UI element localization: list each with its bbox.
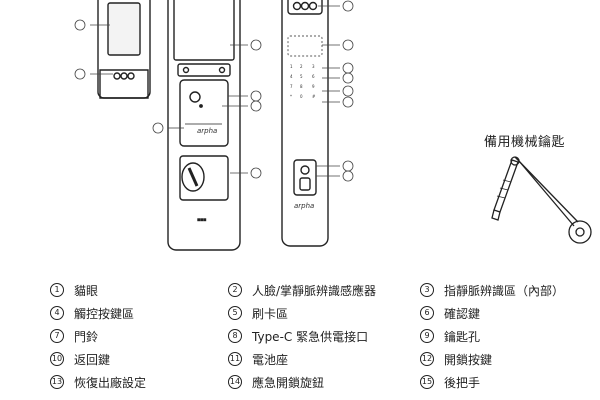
- legend-item-12: 12 開鎖按鍵: [420, 350, 492, 368]
- legend-number: 2: [228, 283, 242, 297]
- legend-item-2: 2 人臉/掌靜脈辨識感應器: [228, 281, 376, 299]
- legend-item-5: 5 刷卡區: [228, 304, 288, 322]
- right-callouts: [316, 0, 354, 182]
- legend-item-15: 15 後把手: [420, 373, 480, 391]
- legend-number: 6: [420, 306, 434, 320]
- logo-text-middle: arpha: [197, 127, 217, 135]
- legend-item-10: 10 返回鍵: [50, 350, 110, 368]
- spare-key-title: 備用機械鑰匙: [484, 135, 566, 150]
- legend-number: 11: [228, 352, 242, 366]
- svg-text:7: 7: [290, 84, 293, 89]
- legend-number: 10: [50, 352, 64, 366]
- svg-text:#: #: [312, 94, 316, 99]
- keypad: 1 2 3 4 5 6 7 8 9 * 0 #: [290, 64, 316, 99]
- legend-label: 返回鍵: [74, 352, 111, 367]
- svg-text:1: 1: [290, 64, 293, 69]
- left-callouts: [74, 19, 113, 80]
- legend-number: 1: [50, 283, 64, 297]
- legend-item-14: 14 應急開鎖旋鈕: [228, 373, 324, 391]
- svg-text:5: 5: [300, 74, 303, 79]
- legend-label: 確認鍵: [444, 306, 481, 321]
- legend-item-3: 3 指靜脈辨識區（內部）: [420, 281, 564, 299]
- legend-label: 刷卡區: [252, 306, 289, 321]
- legend-item-7: 7 門鈴: [50, 327, 98, 345]
- logo-text-front: arpha: [294, 202, 314, 210]
- svg-text:2: 2: [300, 64, 303, 69]
- legend-item-6: 6 確認鍵: [420, 304, 480, 322]
- legend-item-9: 9 鑰匙孔: [420, 327, 480, 345]
- legend-number: 4: [50, 306, 64, 320]
- legend-number: 12: [420, 352, 434, 366]
- legend-number: 14: [228, 375, 242, 389]
- rear-panel-top: [97, 0, 151, 99]
- legend-item-13: 13 恢復出廠設定: [50, 373, 146, 391]
- legend-number: 8: [228, 329, 242, 343]
- legend-number: 3: [420, 283, 434, 297]
- legend-label: 貓眼: [74, 283, 99, 298]
- legend-label: 恢復出廠設定: [74, 375, 147, 390]
- legend-label: 應急開鎖旋鈕: [252, 375, 325, 390]
- svg-text:6: 6: [312, 74, 315, 79]
- legend-label: 鑰匙孔: [444, 329, 481, 344]
- middle-callouts: [152, 39, 262, 179]
- legend-number: 5: [228, 306, 242, 320]
- legend-item-11: 11 電池座: [228, 350, 288, 368]
- legend-label: 觸控按鍵區: [74, 306, 135, 321]
- legend-label: 人臉/掌靜脈辨識感應器: [252, 283, 377, 298]
- legend-label: 開鎖按鍵: [444, 352, 493, 367]
- svg-text:*: *: [290, 94, 292, 99]
- legend-number: 7: [50, 329, 64, 343]
- legend-label: 指靜脈辨識區（內部）: [444, 283, 565, 298]
- legend-label: 後把手: [444, 375, 481, 390]
- svg-text:0: 0: [300, 94, 303, 99]
- legend-item-8: 8 Type-C 緊急供電接口: [228, 327, 368, 345]
- legend-label: 門鈴: [74, 329, 99, 344]
- svg-text:8: 8: [300, 84, 303, 89]
- svg-text:9: 9: [312, 84, 315, 89]
- legend-number: 15: [420, 375, 434, 389]
- legend-item-1: 1 貓眼: [50, 281, 98, 299]
- legend-label: 電池座: [252, 352, 289, 367]
- legend-number: 9: [420, 329, 434, 343]
- front-panel: [281, 0, 329, 247]
- svg-text:4: 4: [290, 74, 293, 79]
- svg-text:3: 3: [312, 64, 315, 69]
- legend-number: 13: [50, 375, 64, 389]
- back-panel: [167, 0, 241, 251]
- legend-label: Type-C 緊急供電接口: [252, 329, 369, 344]
- spare-key-drawing: [491, 156, 592, 244]
- legend-item-4: 4 觸控按鍵區: [50, 304, 134, 322]
